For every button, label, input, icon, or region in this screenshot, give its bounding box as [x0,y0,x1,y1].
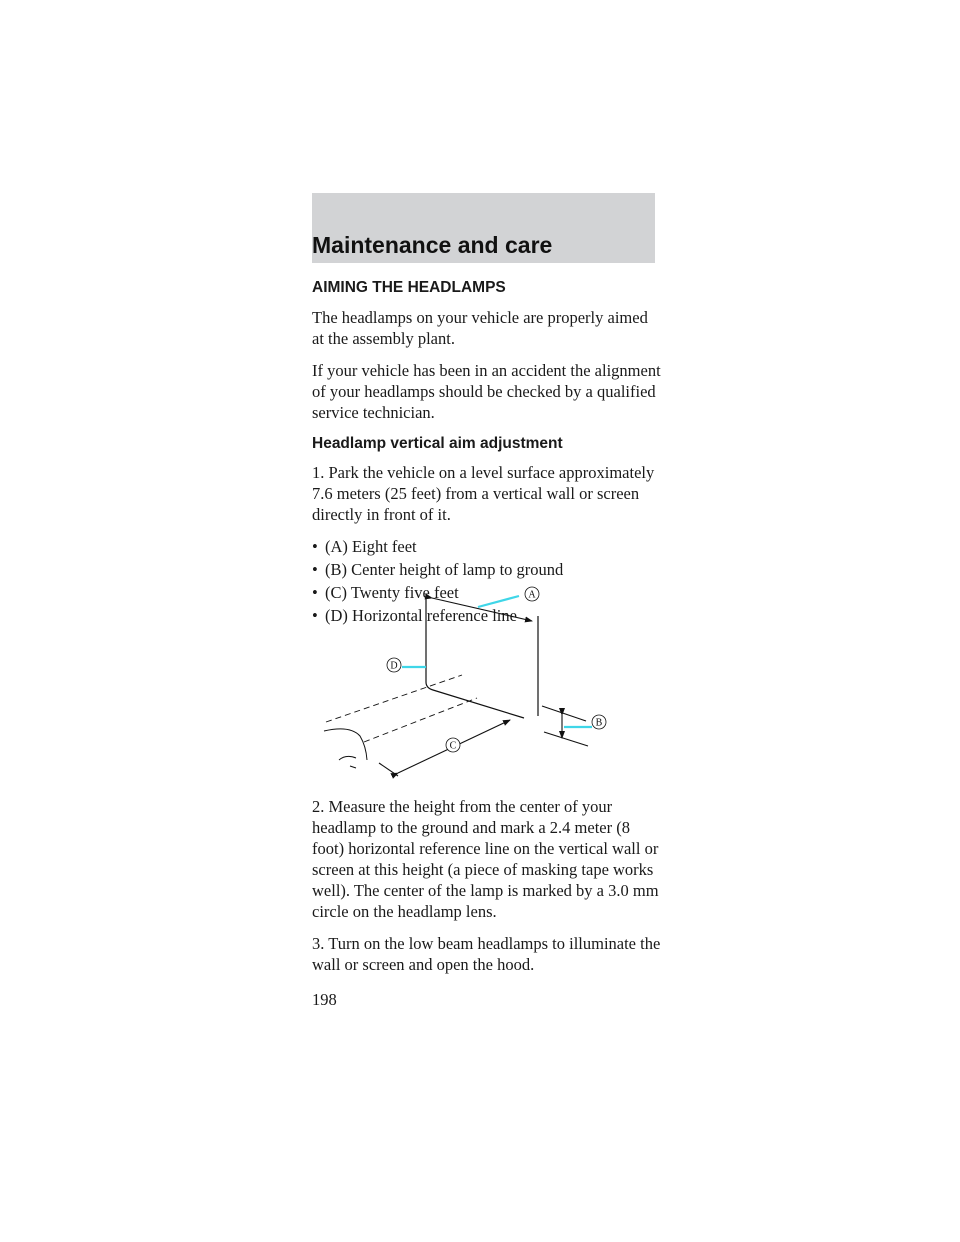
headlamp-aim-diagram: A D C B [323,586,607,779]
legend-b-text: (B) Center height of lamp to ground [325,560,564,579]
paragraph-accident: If your vehicle has been in an accident … [312,361,661,422]
paragraph-factory-aim: The headlamps on your vehicle are proper… [312,308,648,348]
callout-d-label: D [390,661,397,672]
vertical-aim-heading: Headlamp vertical aim adjustment [312,435,563,452]
header-band [312,193,655,263]
legend-a-text: (A) Eight feet [325,537,417,556]
callout-d-circle [386,657,402,673]
callout-a-circle [524,586,540,602]
bullet: • [312,583,318,602]
ground-tick [378,762,399,777]
bullet: • [312,606,318,625]
step-2: 2. Measure the height from the center of… [312,797,659,921]
page-section-title: Maintenance and care [312,232,553,258]
callout-b-circle [591,714,607,730]
aiming-heading: AIMING THE HEADLAMPS [312,279,506,296]
list-item: • (A) Eight feet [312,536,662,557]
callout-a-label: A [528,590,536,601]
bullet: • [312,537,318,556]
callout-c-circle [445,737,461,753]
page-number: 198 [312,990,337,1009]
leader-a [477,594,520,609]
dimension-b [541,705,589,747]
step-3: 3. Turn on the low beam headlamps to ill… [312,934,661,974]
vehicle-front-outline [323,728,368,769]
callout-c-label: C [450,741,457,752]
instructions-continued: 2. Measure the height from the center of… [312,796,662,986]
list-item: • (B) Center height of lamp to ground [312,559,662,580]
beam-lines [325,674,478,743]
dimension-a-arrow [424,593,533,623]
step-1: 1. Park the vehicle on a level surface a… [312,463,655,524]
main-content: AIMING THE HEADLAMPS The headlamps on yo… [312,278,662,632]
callout-b-label: B [596,718,603,729]
bullet: • [312,560,318,579]
wall-outline [425,594,539,719]
